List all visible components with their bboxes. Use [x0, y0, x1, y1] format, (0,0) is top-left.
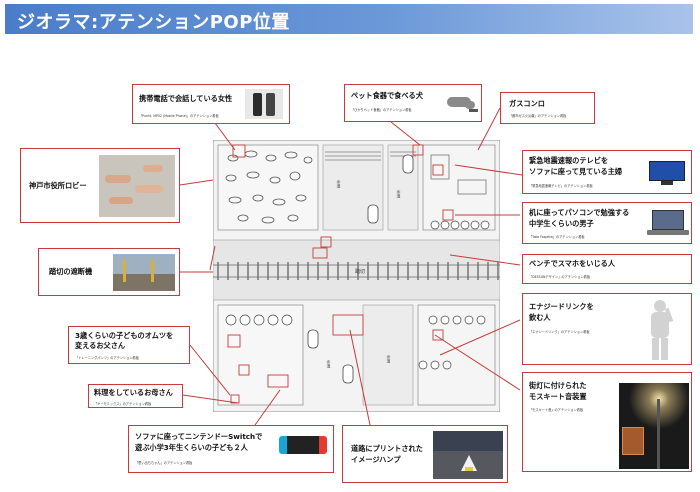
callout-title-line2: 中学生くらいの男子 — [529, 219, 594, 228]
callout-title-line1: エナジードリンクを — [529, 302, 594, 311]
callout-sub: 「エナジードリンク」のアテンション看板 — [529, 330, 590, 334]
title-bar: ジオラマ:アテンションPOP位置 — [5, 4, 693, 34]
callout-title-line2: 飲む人 — [529, 313, 551, 322]
callout-mosquito[interactable]: 街灯に付けられた モスキート音装置 「モスキート音」のアテンション看板 — [522, 372, 692, 472]
callout-sub: 「DESSUNデザイン」のアテンション看板 — [529, 275, 591, 279]
callout-sub: 「モスキート音」のアテンション看板 — [529, 408, 584, 412]
tv-photo — [647, 159, 687, 187]
callout-sub: 「ヤーモミックス」のアテンション看板 — [94, 402, 152, 406]
callout-title-line2: モスキート音装置 — [529, 392, 587, 401]
callout-title-line2: イメージハンプ — [351, 455, 401, 464]
callout-title-line1: 緊急地震速報のテレビを — [529, 156, 609, 165]
crossing-label: 踏切 — [355, 268, 365, 275]
drinker-silhouette — [641, 298, 681, 362]
street-label: 歩道 — [387, 354, 392, 364]
diorama-map: 踏切 歩道 歩道 歩道 歩道 — [213, 140, 500, 412]
callout-sub: 「都市ガス火災報」のアテンション看板 — [509, 114, 567, 118]
streetlight-photo — [619, 383, 689, 469]
house-upper-right — [422, 144, 496, 231]
callout-title-line1: 机に座ってパソコンで勉強する — [529, 208, 630, 217]
street-label: 歩道 — [327, 359, 332, 369]
callout-pet-food[interactable]: ペット食器で食べる犬 「ひかりペット食器」のアテンション看板 — [344, 84, 482, 122]
street-label: 歩道 — [337, 179, 342, 189]
callout-earthquake-tv[interactable]: 緊急地震速報のテレビを ソファに座って見ている主婦 「緊急地震速報テレビ」のアテ… — [522, 150, 692, 194]
road-hump-photo — [433, 431, 503, 479]
phone-photo — [245, 89, 283, 119]
callout-sub: 「緊急地震速報テレビ」のアテンション看板 — [529, 184, 593, 188]
car-lower-2 — [342, 364, 354, 384]
callout-sub: 「思い出ちちゃん」のアテンション看板 — [135, 461, 193, 465]
callout-bench-phone[interactable]: ベンチでスマホをいじる人 「DESSUNデザイン」のアテンション看板 — [522, 254, 692, 284]
callout-road-hump[interactable]: 道路にプリントされた イメージハンプ — [342, 425, 508, 483]
callout-title: ペット食器で食べる犬 — [351, 91, 423, 100]
callout-title-line2: 変えるお父さん — [75, 341, 126, 350]
callout-sub: 「Take Fasjetta」のアテンション看板 — [529, 235, 585, 239]
laptop-photo — [647, 208, 689, 240]
callout-title-line1: 道路にプリントされた — [351, 444, 423, 453]
switch-photo — [279, 434, 327, 456]
car-upper-2 — [402, 154, 414, 174]
page-title: ジオラマ:アテンションPOP位置 — [17, 12, 290, 33]
callout-kobe-lobby[interactable]: 神戸市役所ロビー — [20, 148, 180, 223]
callout-title-line1: ソファに座ってニンテンドーSwitchで — [135, 432, 263, 441]
callout-sub: 「トレーニングパンツ」のアテンション看板 — [75, 356, 139, 360]
callout-title-line1: 3歳くらいの子どものオムツを — [75, 331, 174, 340]
callout-title: 携帯電話で会話している女性 — [139, 94, 233, 103]
callout-student-pc[interactable]: 机に座ってパソコンで勉強する 中学生くらいの男子 「Take Fasjetta」… — [522, 202, 692, 244]
callout-title: 踏切の遮断機 — [49, 267, 93, 276]
crosswalk-upper — [325, 151, 416, 161]
crossing-photo — [113, 254, 175, 291]
callout-title-line2: ソファに座って見ている主婦 — [529, 167, 623, 176]
callout-sub: 「ひかりペット食器」のアテンション看板 — [351, 108, 412, 112]
street-labels: 歩道 歩道 歩道 歩道 — [327, 179, 402, 369]
lobby-photo — [99, 155, 175, 217]
callout-sub: 「Punkt. MP02 (Mobile Phone)」のアテンション看板 — [139, 114, 219, 118]
callout-title: ベンチでスマホをいじる人 — [529, 259, 616, 268]
lobby-block — [217, 144, 319, 231]
callout-title: 神戸市役所ロビー — [29, 181, 87, 190]
street-label: 歩道 — [397, 189, 402, 199]
callout-mother-cooking[interactable]: 料理をしているお母さん 「ヤーモミックス」のアテンション看板 — [88, 384, 183, 408]
car-upper-1 — [367, 204, 379, 224]
callout-woman-phone[interactable]: 携帯電話で会話している女性 「Punkt. MP02 (Mobile Phone… — [132, 84, 290, 124]
callout-title: 料理をしているお母さん — [94, 388, 173, 397]
callout-energy-drink[interactable]: エナジードリンクを 飲む人 「エナジードリンク」のアテンション看板 — [522, 293, 692, 365]
car-lower-1 — [307, 329, 319, 349]
callout-father-diaper[interactable]: 3歳くらいの子どものオムツを 変えるお父さん 「トレーニングパンツ」のアテンショ… — [68, 326, 190, 364]
dog-photo — [445, 89, 479, 115]
callout-gas-stove[interactable]: ガスコンロ 「都市ガス火災報」のアテンション看板 — [500, 92, 595, 124]
callout-title-line1: 街灯に付けられた — [529, 381, 587, 390]
callout-crossing[interactable]: 踏切の遮断機 — [38, 248, 180, 296]
callout-title: ガスコンロ — [509, 99, 545, 108]
callout-switch-kids[interactable]: ソファに座ってニンテンドーSwitchで 遊ぶ小学3年生くらいの子ども２人 「思… — [128, 425, 334, 473]
callout-title-line2: 遊ぶ小学3年生くらいの子ども２人 — [135, 443, 248, 452]
header: ジオラマ:アテンションPOP位置 — [0, 0, 700, 40]
